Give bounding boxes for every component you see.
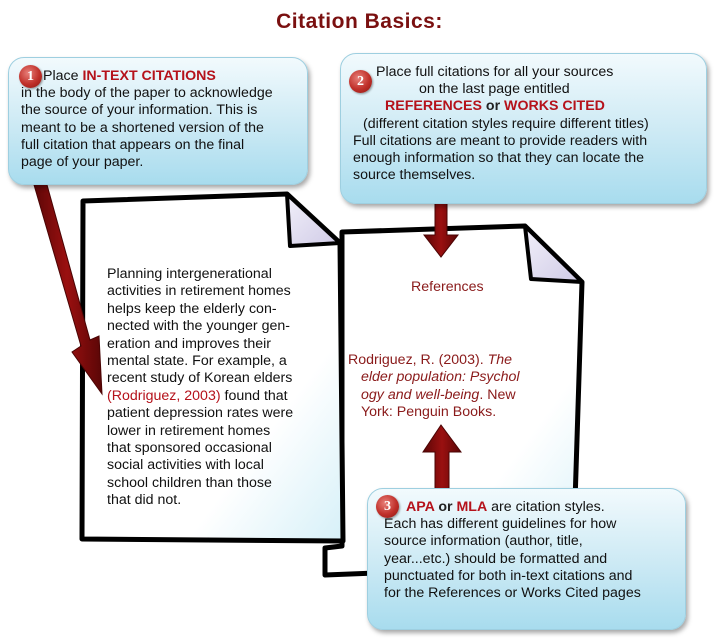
callout-emphasis: IN-TEXT CITATIONS bbox=[82, 68, 216, 84]
reference-title: The bbox=[487, 352, 513, 368]
essay-line: eration and improves their bbox=[107, 335, 272, 352]
essay-line: helps keep the elderly con- bbox=[107, 300, 277, 317]
callout-line: the source of your information. This is bbox=[21, 102, 258, 119]
reference-publisher: New bbox=[483, 386, 516, 403]
essay-line: patient depression rates were bbox=[107, 405, 294, 422]
callout-line: enough information so that they can loca… bbox=[353, 150, 645, 167]
essay-line: school children than those bbox=[107, 474, 272, 491]
reference-period: . bbox=[479, 386, 484, 403]
callout-emphasis: APA bbox=[406, 499, 435, 515]
callout-emphasis: MLA bbox=[456, 499, 488, 515]
essay-line: recent study of Korean elders bbox=[107, 370, 293, 387]
callout-line: Place full citations for all your source… bbox=[376, 64, 614, 80]
callout-line: (different citation styles require diffe… bbox=[363, 115, 649, 132]
arrow-to-in-text-citation bbox=[31, 173, 103, 396]
reference-line: ogy and well-being. New bbox=[348, 387, 578, 404]
reference-title: ogy and well-being bbox=[361, 386, 480, 403]
essay-citation-line: (Rodriguez, 2003) found that bbox=[107, 388, 327, 405]
callout-text: Place bbox=[43, 68, 83, 84]
essay-line: lower in retirement homes bbox=[107, 422, 271, 439]
references-page-fold bbox=[523, 224, 584, 284]
essay-line: that sponsored occasional bbox=[107, 440, 272, 457]
callout-references-page: 2 Place full citations for all your sour… bbox=[340, 53, 707, 204]
callout-text: are citation styles. bbox=[487, 499, 605, 515]
callout-line: for the References or Works Cited pages bbox=[384, 585, 641, 602]
essay-line: activities in retirement homes bbox=[107, 283, 291, 300]
step-number-badge: 3 bbox=[376, 495, 399, 518]
step-number-badge: 1 bbox=[19, 65, 42, 88]
step-number-badge: 2 bbox=[349, 70, 372, 93]
callout-line: meant to be a shortened version of the bbox=[21, 119, 264, 136]
callout-line: in the body of the paper to acknowledge bbox=[21, 85, 273, 102]
reference-line: Rodriguez, R. (2003). The bbox=[348, 352, 578, 369]
callout-line: Place IN-TEXT CITATIONS bbox=[21, 68, 299, 85]
reference-line: York: Penguin Books. bbox=[361, 404, 497, 421]
essay-line-suffix: found that bbox=[220, 387, 288, 404]
callout-emphasis: WORKS CITED bbox=[504, 98, 605, 115]
essay-line: social activities with local bbox=[107, 457, 264, 474]
callout-emphasis: REFERENCES bbox=[385, 98, 482, 115]
reference-line: elder population: Psychol bbox=[348, 369, 578, 386]
callout-line: page of your paper. bbox=[21, 154, 144, 171]
essay-line: that did not. bbox=[107, 492, 182, 509]
essay-body-text: Planning intergenerational activities in… bbox=[107, 266, 327, 510]
callout-line: full citation that appears on the final bbox=[21, 136, 245, 153]
callout-in-text-citations: 1 Place IN-TEXT CITATIONS in the body of… bbox=[8, 57, 308, 185]
reference-title: elder population: Psychol bbox=[361, 369, 520, 386]
callout-line: source themselves. bbox=[353, 167, 476, 184]
reference-entry: Rodriguez, R. (2003). The elder populati… bbox=[348, 352, 578, 422]
callout-line: REFERENCES or WORKS CITED bbox=[353, 98, 696, 115]
in-text-citation: (Rodriguez, 2003) bbox=[107, 387, 221, 404]
essay-page-fold bbox=[285, 192, 342, 248]
essay-line: Planning intergenerational bbox=[107, 266, 272, 282]
callout-text: or bbox=[434, 499, 457, 515]
callout-line: on the last page entitled bbox=[419, 81, 570, 98]
callout-line: Each has different guidelines for how bbox=[384, 516, 617, 533]
callout-text: or bbox=[481, 98, 505, 115]
callout-line: Full citations are meant to provide read… bbox=[353, 132, 648, 149]
callout-line: year...etc.) should be formatted and bbox=[384, 550, 608, 567]
callout-citation-styles: 3 APA or MLA are citation styles. Each h… bbox=[367, 488, 686, 630]
callout-line: source information (author, title, bbox=[384, 533, 583, 550]
essay-line: mental state. For example, a bbox=[107, 353, 287, 370]
references-heading: References bbox=[411, 279, 484, 295]
essay-page bbox=[79, 191, 346, 544]
callout-line: APA or MLA are citation styles. bbox=[378, 499, 677, 516]
diagram-title: Citation Basics: bbox=[276, 10, 443, 33]
callout-line: punctuated for both in-text citations an… bbox=[384, 567, 633, 584]
reference-author: Rodriguez, R. (2003). bbox=[348, 352, 488, 368]
essay-line: nected with the younger gen- bbox=[107, 318, 290, 335]
